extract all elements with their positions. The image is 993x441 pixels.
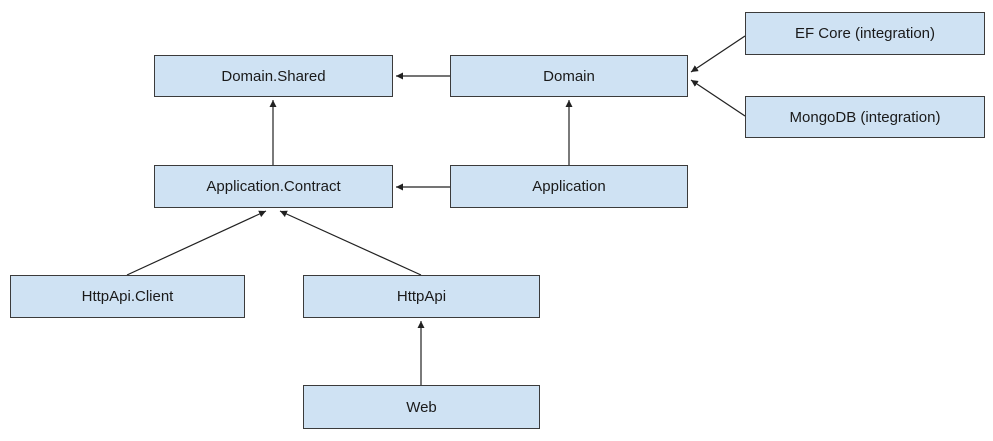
node-httpapi: HttpApi [303, 275, 540, 318]
arrow-httpapi-to-application-contract [279, 210, 422, 276]
node-label: Application.Contract [206, 178, 341, 195]
node-label: Domain [543, 67, 595, 85]
node-label: Application [532, 178, 606, 195]
node-label: Web [406, 398, 437, 416]
arrow-httpapi-client-to-application-contract [126, 210, 267, 276]
node-application: Application [450, 165, 688, 208]
node-ef-core-integration: EF Core (integration) [745, 12, 985, 55]
node-application-contract: Application.Contract [154, 165, 393, 208]
node-httpapi-client: HttpApi.Client [10, 275, 245, 318]
node-domain-shared: Domain.Shared [154, 55, 393, 97]
node-label: HttpApi.Client [81, 288, 174, 305]
node-web: Web [303, 385, 540, 429]
arrow-ef-core-to-domain [690, 35, 746, 73]
node-mongodb-integration: MongoDB (integration) [745, 96, 985, 138]
node-label: EF Core (integration) [794, 25, 936, 42]
node-domain: Domain [450, 55, 688, 97]
node-label: HttpApi [396, 288, 447, 305]
arrow-mongodb-to-domain [690, 79, 746, 117]
node-label: Domain.Shared [221, 67, 326, 85]
node-label: MongoDB (integration) [789, 108, 941, 126]
